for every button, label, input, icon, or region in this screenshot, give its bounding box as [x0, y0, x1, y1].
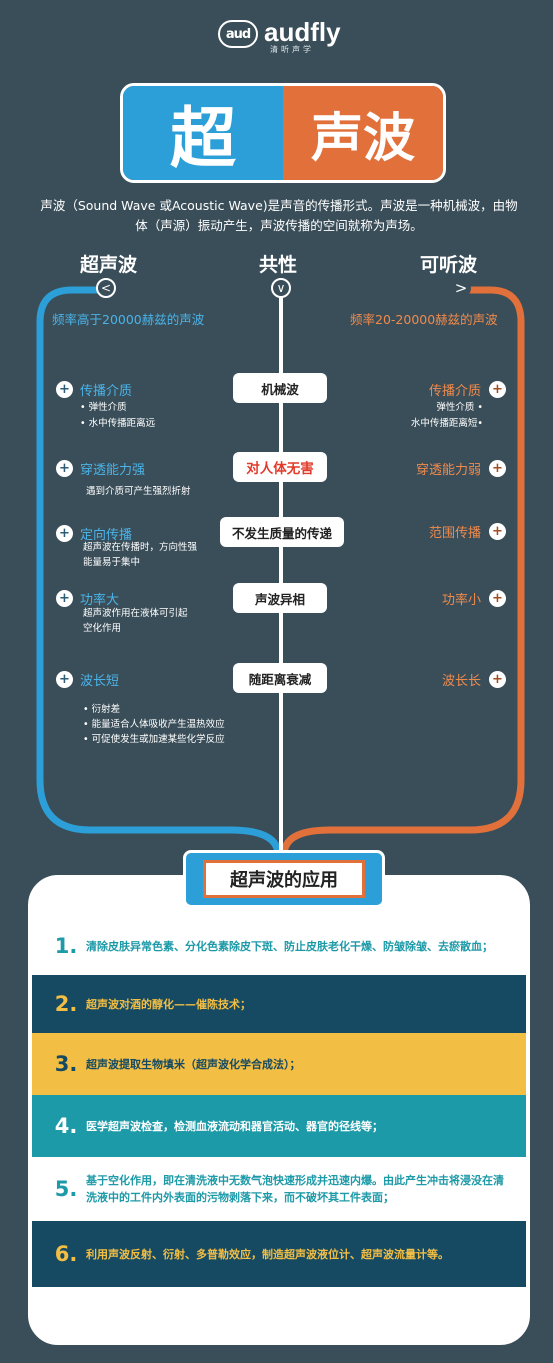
right-item-note: 弹性介质 • [436, 402, 483, 413]
app-number: 1. [54, 934, 78, 958]
common-item: 机械波 [233, 373, 327, 403]
left-item-note: 能量易于集中 [83, 557, 141, 568]
left-item-note: 遇到介质可产生强烈折射 [86, 486, 191, 497]
app-item: 4. 医学超声波检查，检测血液流动和器官活动、器官的径线等； [32, 1095, 526, 1157]
app-item: 2. 超声波对酒的醇化——催陈技术； [32, 975, 526, 1033]
left-item-label: 波长短 [80, 674, 120, 689]
left-arrow-icon: < [96, 278, 116, 298]
right-frequency: 频率20-20000赫兹的声波 [350, 312, 498, 327]
title-right: 声波 [283, 86, 443, 180]
common-item-highlight: 对人体无害 [233, 452, 327, 482]
plus-icon: + [489, 381, 506, 398]
logo-text: audfly [264, 17, 341, 47]
applications-panel: 1. 清除皮肤异常色素、分化色素除皮下斑、防止皮肤老化干燥、防皱除皱、去瘀散血；… [28, 875, 530, 1345]
right-item-label: 穿透能力弱 [415, 463, 481, 478]
connector-lines [36, 286, 525, 856]
plus-icon: + [489, 460, 506, 477]
app-text: 利用声波反射、衍射、多普勒效应，制造超声波液位计、超声波流量计等。 [86, 1247, 449, 1261]
left-item-note: 空化作用 [83, 623, 122, 634]
left-item-note: • 弹性介质 [80, 402, 127, 413]
app-text: 超声波对酒的醇化——催陈技术； [86, 997, 251, 1011]
logo-mark: aud [218, 20, 258, 48]
left-item-label: 定向传播 [80, 528, 133, 543]
app-number: 3. [54, 1052, 78, 1076]
left-item-label: 传播介质 [80, 384, 133, 399]
app-text: 医学超声波检查，检测血液流动和器官活动、器官的径线等； [86, 1119, 383, 1133]
right-item-label: 功率小 [441, 593, 481, 608]
left-item-note: • 能量适合人体吸收产生温热效应 [83, 719, 225, 730]
app-text: 清除皮肤异常色素、分化色素除皮下斑、防止皮肤老化干燥、防皱除皱、去瘀散血； [86, 939, 493, 953]
app-number: 5. [54, 1177, 78, 1201]
right-column-head: 可听波 [420, 254, 478, 276]
left-item-note: • 水中传播距离远 [80, 418, 156, 429]
common-item: 声波异相 [233, 583, 327, 613]
left-item-note: 超声波在传播时，方向性强 [83, 542, 198, 553]
plus-icon: + [56, 381, 73, 398]
plus-icon: + [489, 590, 506, 607]
plus-icon: + [56, 460, 73, 477]
right-item-label: 传播介质 [428, 384, 481, 399]
app-item: 3. 超声波提取生物填米（超声波化学合成法）； [32, 1033, 526, 1095]
left-item-note: 超声波作用在液体可引起 [83, 608, 188, 619]
down-arrow-icon: ∨ [271, 278, 291, 298]
left-item-label: 穿透能力强 [80, 463, 146, 478]
title-left: 超 [123, 86, 283, 180]
left-item-label: 功率大 [80, 593, 120, 608]
intro-text: 声波（Sound Wave 或Acoustic Wave)是声音的传播形式。声波… [40, 198, 518, 233]
page-title: 超 声波 [120, 83, 446, 183]
logo-subtitle: 清听声学 [270, 45, 314, 54]
common-item: 随距离衰减 [233, 663, 327, 693]
app-text: 基于空化作用，即在清洗液中无数气泡快速形成并迅速内爆。由此产生冲击将浸没在清洗液… [86, 1174, 504, 1204]
plus-icon: + [56, 525, 73, 542]
app-number: 2. [54, 992, 78, 1016]
plus-icon: + [489, 671, 506, 688]
right-arrow-icon: > [451, 278, 471, 298]
applications-title: 超声波的应用 [203, 860, 365, 898]
right-item-note: 水中传播距离短• [410, 418, 483, 429]
right-item-label: 波长长 [441, 674, 481, 689]
right-item-label: 范围传播 [428, 526, 481, 541]
left-item-note: • 可促使发生或加速某些化学反应 [83, 734, 225, 745]
plus-icon: + [489, 523, 506, 540]
left-item-note: • 衍射差 [83, 704, 121, 715]
app-item: 1. 清除皮肤异常色素、分化色素除皮下斑、防止皮肤老化干燥、防皱除皱、去瘀散血； [32, 917, 526, 975]
left-column-head: 超声波 [80, 254, 138, 276]
plus-icon: + [56, 590, 73, 607]
left-frequency: 频率高于20000赫兹的声波 [52, 312, 205, 327]
app-item: 5. 基于空化作用，即在清洗液中无数气泡快速形成并迅速内爆。由此产生冲击将浸没在… [32, 1157, 526, 1221]
center-column-head: 共性 [259, 254, 298, 276]
app-text: 超声波提取生物填米（超声波化学合成法）； [86, 1057, 301, 1071]
app-item: 6. 利用声波反射、衍射、多普勒效应，制造超声波液位计、超声波流量计等。 [32, 1221, 526, 1287]
app-number: 4. [54, 1114, 78, 1138]
common-item: 不发生质量的传递 [220, 517, 344, 547]
app-number: 6. [54, 1242, 78, 1266]
plus-icon: + [56, 671, 73, 688]
